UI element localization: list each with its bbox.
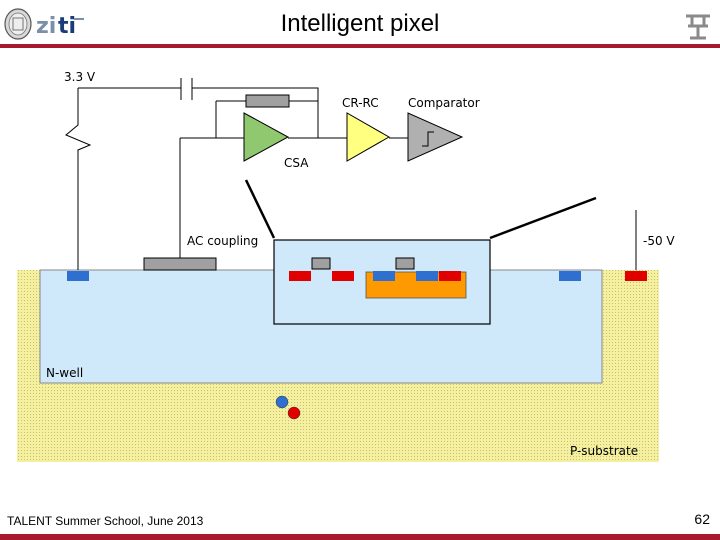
- svg-text:zi: zi: [36, 14, 56, 38]
- nwell-label: N-well: [46, 366, 84, 380]
- zoom-line-right: [489, 196, 597, 240]
- crrc-label: CR-RC: [342, 96, 379, 110]
- csa-label: CSA: [284, 156, 309, 170]
- zoom-line-left: [244, 179, 276, 239]
- gate-2: [395, 257, 415, 270]
- university-seal-logo: [4, 8, 32, 40]
- nplus-implant-1: [373, 271, 395, 281]
- comparator-label: Comparator: [408, 96, 480, 110]
- csa-amplifier: [243, 112, 290, 162]
- svg-text:ti: ti: [58, 14, 76, 38]
- ac-coupling-label: AC coupling: [187, 234, 259, 248]
- pplus-implant-1: [289, 271, 311, 281]
- nplus-implant-2: [416, 271, 438, 281]
- pplus-implant-2: [332, 271, 354, 281]
- feedback-resistor: [245, 94, 290, 108]
- page-number: 62: [694, 511, 710, 527]
- hv-label: -50 V: [643, 234, 675, 248]
- electron: [275, 395, 289, 409]
- nwell-contact-right: [559, 271, 581, 281]
- footer-divider: [0, 534, 720, 540]
- nwell-contact-left: [67, 271, 89, 281]
- comparator: [407, 112, 464, 162]
- crrc-shaper: [346, 112, 391, 162]
- slide-title: Intelligent pixel: [280, 10, 440, 37]
- header-divider: [0, 44, 720, 48]
- psubstrate-label: P-substrate: [570, 444, 639, 458]
- comparator-step-symbol: [422, 131, 434, 147]
- supply-wire: [65, 88, 92, 270]
- ziti-logo: zi ti: [36, 12, 86, 39]
- ac-coupling-gate: [143, 257, 217, 271]
- footer-text: TALENT Summer School, June 2013: [7, 514, 204, 528]
- pplus-implant-3: [439, 271, 461, 281]
- institute-logo: [684, 12, 712, 40]
- substrate-contact: [625, 271, 647, 281]
- gate-1: [311, 257, 331, 270]
- hole: [287, 406, 301, 420]
- supply-voltage-label: 3.3 V: [64, 70, 96, 84]
